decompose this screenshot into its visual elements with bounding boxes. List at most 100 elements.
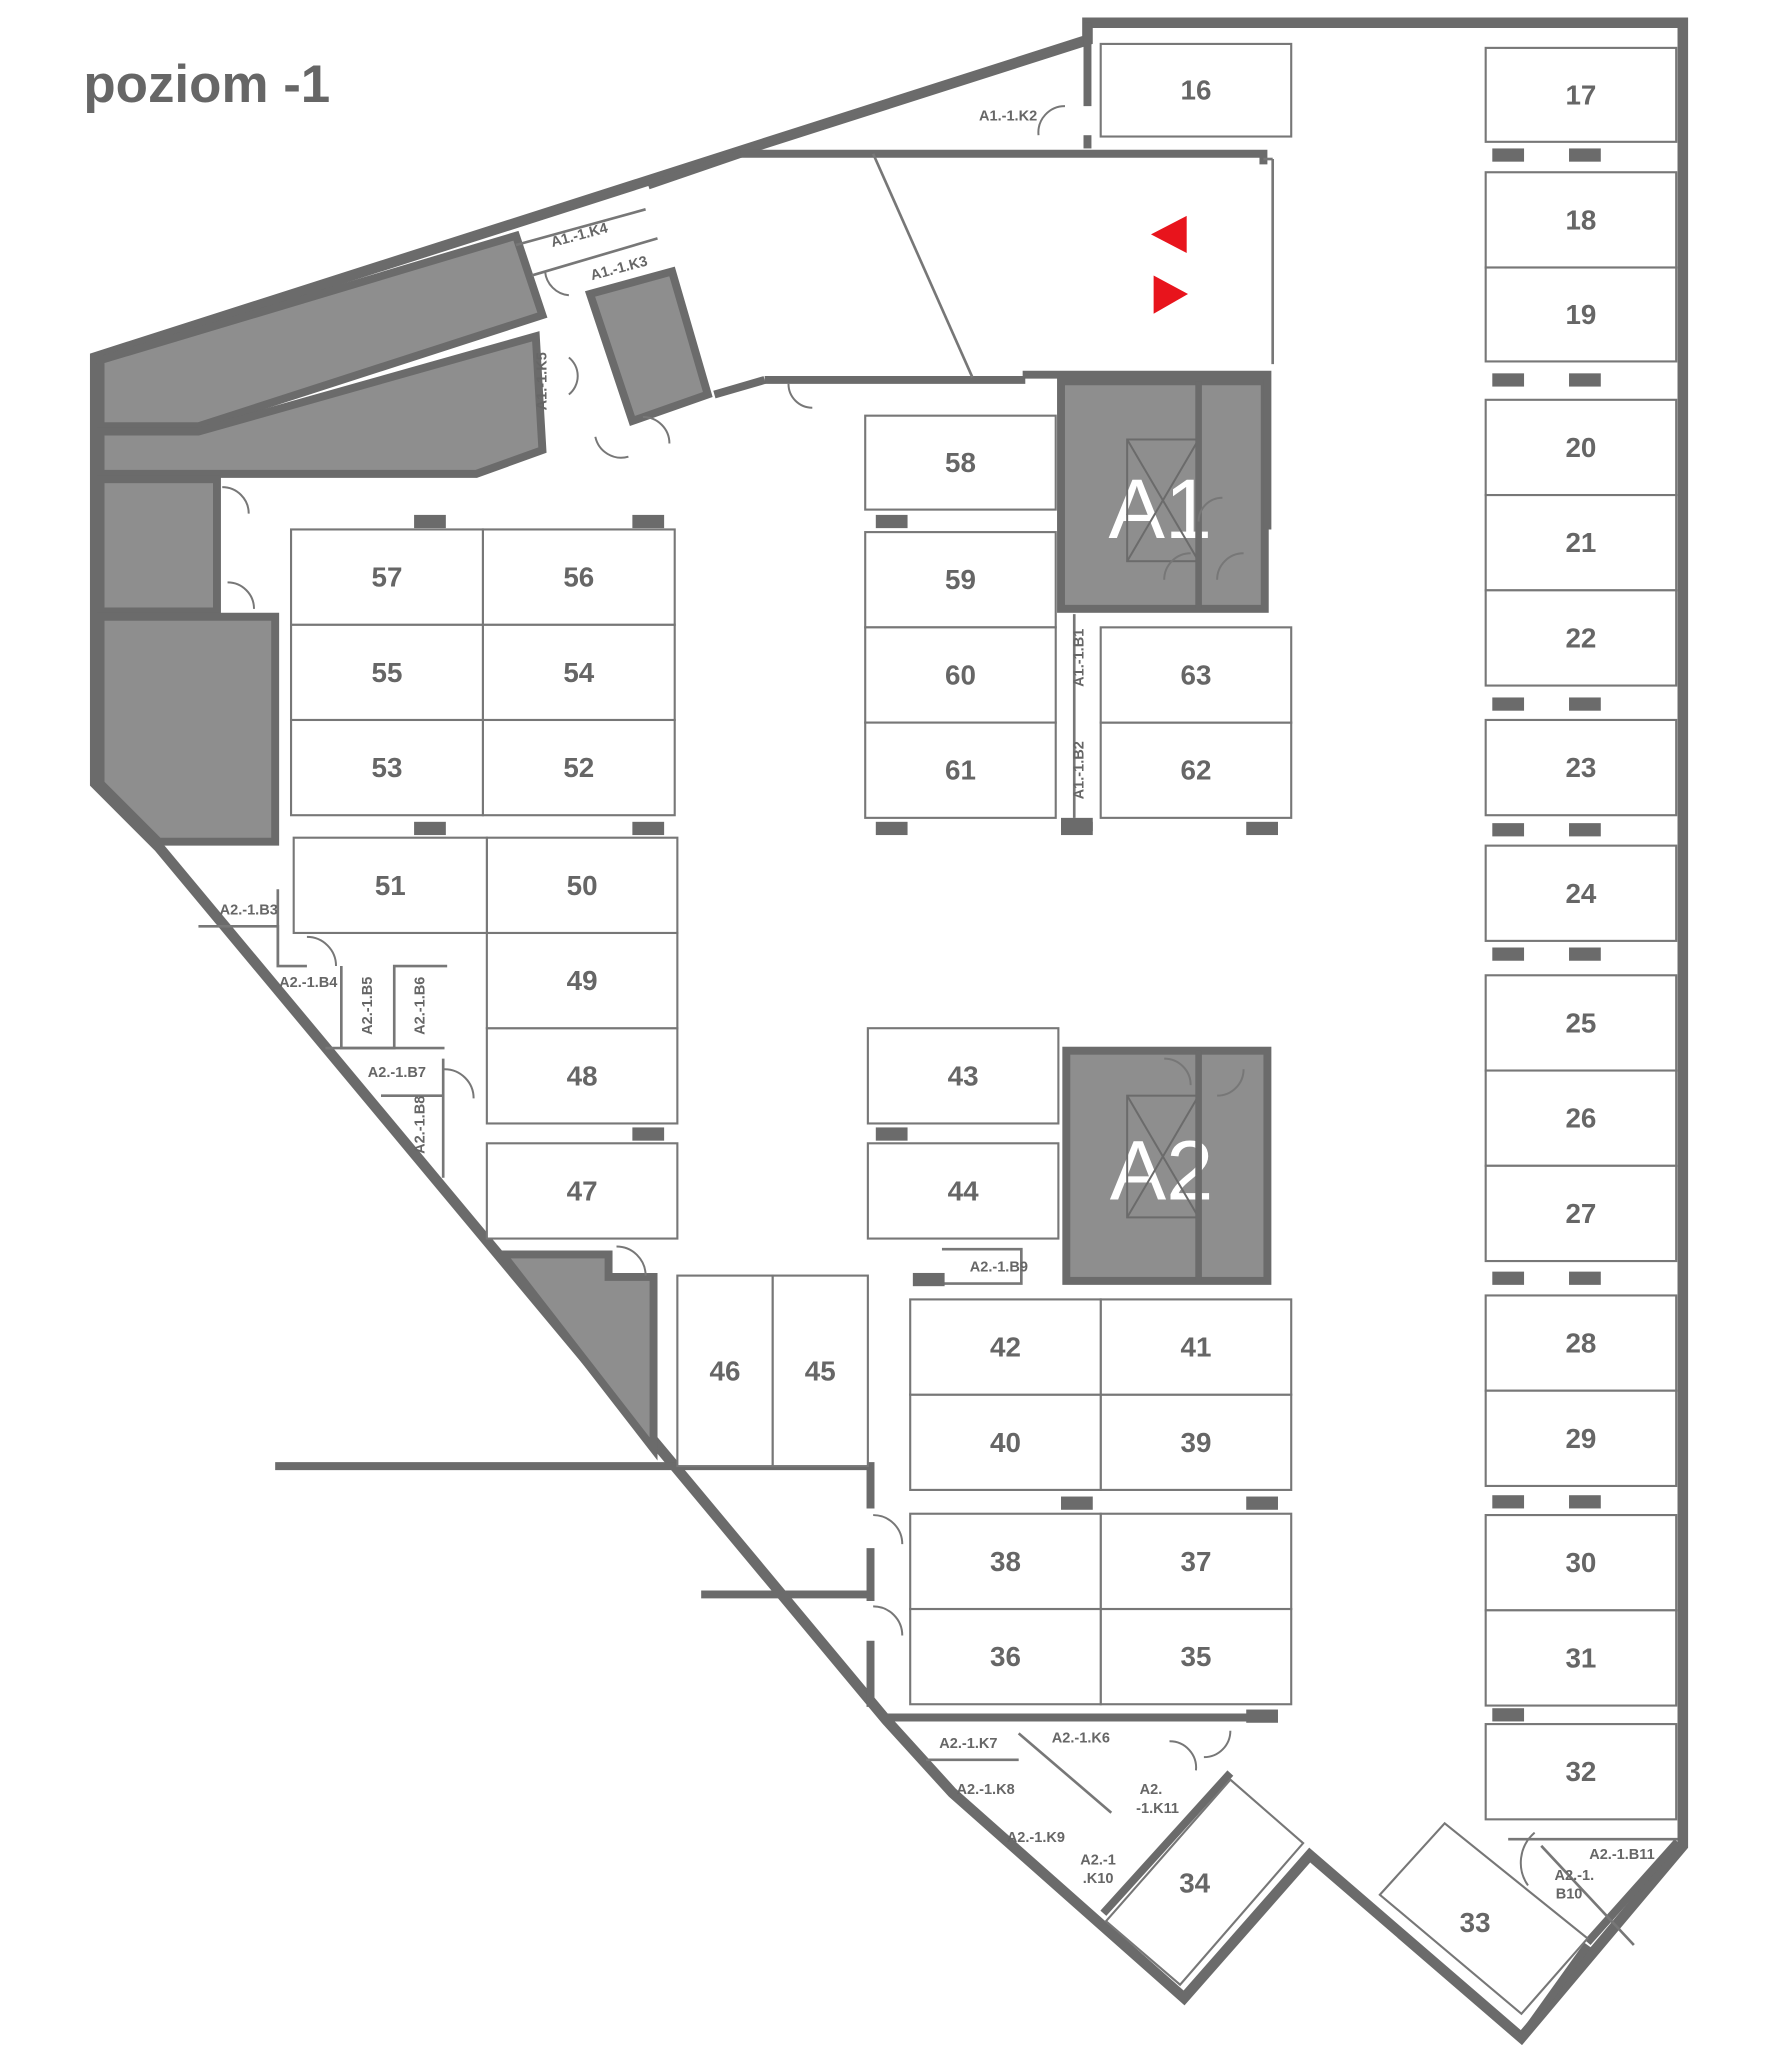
parking-space[interactable] (1484, 493, 1678, 592)
storage-label: B10 (1556, 1887, 1583, 1903)
wheel-stop (1492, 947, 1525, 961)
parking-space-number: 43 (948, 1060, 979, 1091)
storage-label: A2.-1.B11 (1589, 1847, 1655, 1863)
parking-space[interactable] (481, 528, 676, 626)
parking-space[interactable] (289, 528, 484, 626)
parking-space[interactable] (1484, 266, 1678, 363)
parking-space-number: 52 (563, 752, 594, 783)
storage-label: A2.-1.K7 (939, 1736, 997, 1752)
storage-label: A2.-1.K6 (1052, 1731, 1110, 1747)
parking-space[interactable] (292, 836, 488, 935)
parking-space[interactable] (1484, 589, 1678, 687)
parking-space[interactable] (1099, 1298, 1293, 1396)
parking-space-number: 29 (1565, 1423, 1596, 1454)
wheel-stop (875, 514, 908, 529)
parking-space[interactable] (1484, 1609, 1678, 1707)
parking-space-number: 30 (1565, 1547, 1596, 1578)
parking-space[interactable] (1099, 721, 1293, 819)
storage-label: A2.-1.B3 (220, 902, 278, 918)
wheel-stop (1569, 823, 1601, 837)
parking-space[interactable] (864, 531, 1057, 629)
doors (222, 105, 1536, 1887)
parking-space-number: 59 (945, 564, 976, 595)
wheel-stop (1569, 1495, 1601, 1509)
parking-space[interactable] (771, 1274, 869, 1468)
parking-space-number: 51 (375, 870, 406, 901)
parking-space[interactable] (1484, 171, 1678, 269)
wheel-stop (414, 514, 446, 529)
parking-space[interactable] (1484, 718, 1678, 817)
parking-space-number: 41 (1181, 1332, 1212, 1363)
parking-space[interactable] (1484, 1723, 1678, 1821)
parking-space[interactable] (909, 1607, 1102, 1706)
wheel-stop (1492, 373, 1525, 387)
parking-space-number: 55 (372, 657, 403, 688)
parking-space-number: 21 (1565, 527, 1596, 558)
parking-space[interactable] (1484, 46, 1678, 143)
parking-space-number: 38 (990, 1546, 1021, 1577)
parking-space[interactable] (485, 1142, 679, 1240)
parking-space-number: 35 (1181, 1641, 1212, 1672)
parking-space-number: 31 (1565, 1642, 1596, 1673)
wheel-stop (1492, 697, 1525, 711)
wheel-stop (1492, 1495, 1525, 1509)
parking-space[interactable] (866, 1142, 1060, 1240)
parking-space[interactable] (864, 721, 1057, 819)
parking-space-number: 61 (945, 755, 976, 786)
parking-space-number: 47 (567, 1175, 598, 1206)
storage-label: A1.-1.B2 (1072, 741, 1088, 799)
parking-space-number: 18 (1565, 204, 1596, 235)
parking-space-number: 20 (1565, 432, 1596, 463)
storage-label: A2.-1.K9 (1007, 1830, 1065, 1846)
parking-space[interactable] (1099, 1512, 1293, 1611)
parking-space[interactable] (1099, 42, 1293, 138)
parking-space[interactable] (1484, 398, 1678, 497)
parking-space[interactable] (864, 626, 1057, 724)
parking-space[interactable] (909, 1393, 1102, 1491)
parking-space-number: 16 (1181, 75, 1212, 106)
parking-space-number: 48 (567, 1060, 598, 1091)
parking-space[interactable] (909, 1512, 1102, 1611)
parking-space[interactable] (1484, 1514, 1678, 1612)
parking-space[interactable] (485, 836, 679, 935)
parking-space[interactable] (1484, 1164, 1678, 1263)
parking-space-number: 57 (372, 562, 403, 593)
storage-label: A2.-1. (1555, 1868, 1595, 1884)
parking-space[interactable] (1378, 1821, 1590, 2016)
storage-label: -1.K11 (1136, 1801, 1179, 1817)
parking-space[interactable] (909, 1298, 1102, 1396)
parking-space-number: 46 (710, 1355, 741, 1386)
parking-space-number: 17 (1565, 79, 1596, 110)
stairs (1126, 381, 1202, 1281)
parking-space-number: 19 (1565, 299, 1596, 330)
parking-space[interactable] (1484, 1294, 1678, 1392)
parking-space[interactable] (1099, 626, 1293, 724)
wheel-stop (1569, 1271, 1601, 1285)
parking-space[interactable] (1099, 1607, 1293, 1706)
parking-space-number: 45 (805, 1355, 836, 1386)
parking-space-number: 26 (1565, 1103, 1596, 1134)
parking-space-number: 23 (1565, 752, 1596, 783)
parking-space[interactable] (1484, 844, 1678, 942)
storage-label: A2.-1.K8 (956, 1782, 1014, 1798)
wheel-stop (1569, 697, 1601, 711)
parking-space[interactable] (481, 718, 676, 817)
parking-space[interactable] (485, 931, 679, 1030)
storage-label: A2.-1.B5 (360, 977, 376, 1035)
parking-space[interactable] (676, 1274, 774, 1468)
parking-space[interactable] (1484, 1389, 1678, 1488)
parking-space[interactable] (1104, 1778, 1305, 1987)
parking-space[interactable] (289, 718, 484, 817)
parking-space-number: 27 (1565, 1198, 1596, 1229)
parking-space[interactable] (481, 623, 676, 722)
parking-space-number: 58 (945, 447, 976, 478)
thin-walls (198, 153, 1678, 1946)
parking-space-number: 54 (563, 657, 594, 688)
parking-space[interactable] (864, 414, 1057, 511)
wheel-stop (632, 1127, 665, 1141)
parking-space[interactable] (866, 1027, 1060, 1125)
wheel-stop (1246, 821, 1278, 836)
parking-space[interactable] (1484, 974, 1678, 1072)
